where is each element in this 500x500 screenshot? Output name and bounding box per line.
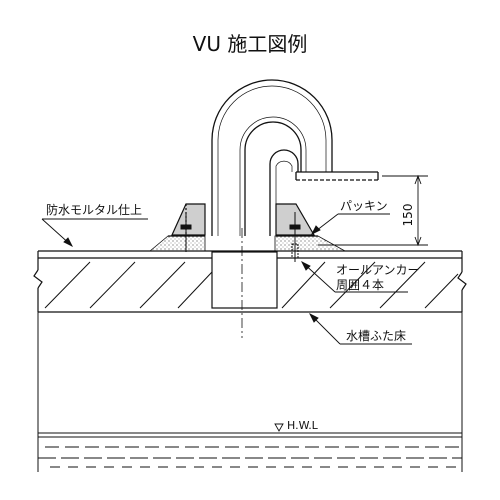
hatch-line [424,273,459,309]
dimension-value: 150 [401,204,415,227]
dim-arrow-top [414,174,422,185]
anchor-embed [291,243,299,259]
label-tank-floor: 水槽ふた床 [346,329,406,343]
bolt-right-nut [289,224,301,230]
hatch-line [281,261,326,309]
leader-arrowhead [63,237,74,248]
pipe-outer-wall [211,79,333,236]
hatch-line [379,261,426,309]
pipe-inner-loop [269,149,299,236]
pipe-inner-wall [244,121,302,236]
packing-arrowhead [310,225,321,236]
label-hwl: H.W.L [287,419,319,432]
pipe-outer-inside [217,85,327,236]
vent-pipe [211,79,379,236]
label-anchor-line2: 周囲４本 [336,278,384,292]
right-break-mark [457,271,467,291]
leader-anchor: オールアンカー 周囲４本 [300,260,420,293]
water-surface [38,432,462,468]
label-packing: パッキン [340,199,388,213]
pipe-inner-inside [239,116,307,236]
pipe-sleeve [211,251,278,309]
mortar-right [274,235,347,252]
mortar-left [148,235,206,252]
leader-packing: パッキン [310,199,390,236]
hatch-line [139,261,186,309]
flange-left [171,203,206,236]
hatch-line [177,271,213,309]
dim-arrow-bottom [414,236,422,247]
slab-hatching [44,261,459,309]
label-anchor-line1: オールアンカー [336,263,420,277]
page-title: VU 施工図例 [192,32,308,56]
anchor-arrowhead [300,260,311,271]
floor-arrowhead [308,312,319,323]
tank-walls [37,312,463,472]
left-break-mark [33,269,43,289]
hwl-triangle-icon [274,423,284,432]
anchor-bolts [180,212,301,262]
hwl-marker: H.W.L [274,419,319,432]
sleeve-opening [211,251,278,309]
hatch-line [44,261,91,309]
hatch-line [329,261,376,309]
leader-tank-floor: 水槽ふた床 [308,312,412,345]
bolt-left-nut [180,224,192,230]
hatch-line [89,261,136,309]
mortar-layer [148,235,405,252]
pipe-inner-loop-inside [275,160,293,236]
dimension-150: 150 [318,174,428,247]
label-waterproof-mortar: 防水モルタル仕上 [46,202,142,217]
leader-waterproof-mortar: 防水モルタル仕上 [41,202,148,248]
